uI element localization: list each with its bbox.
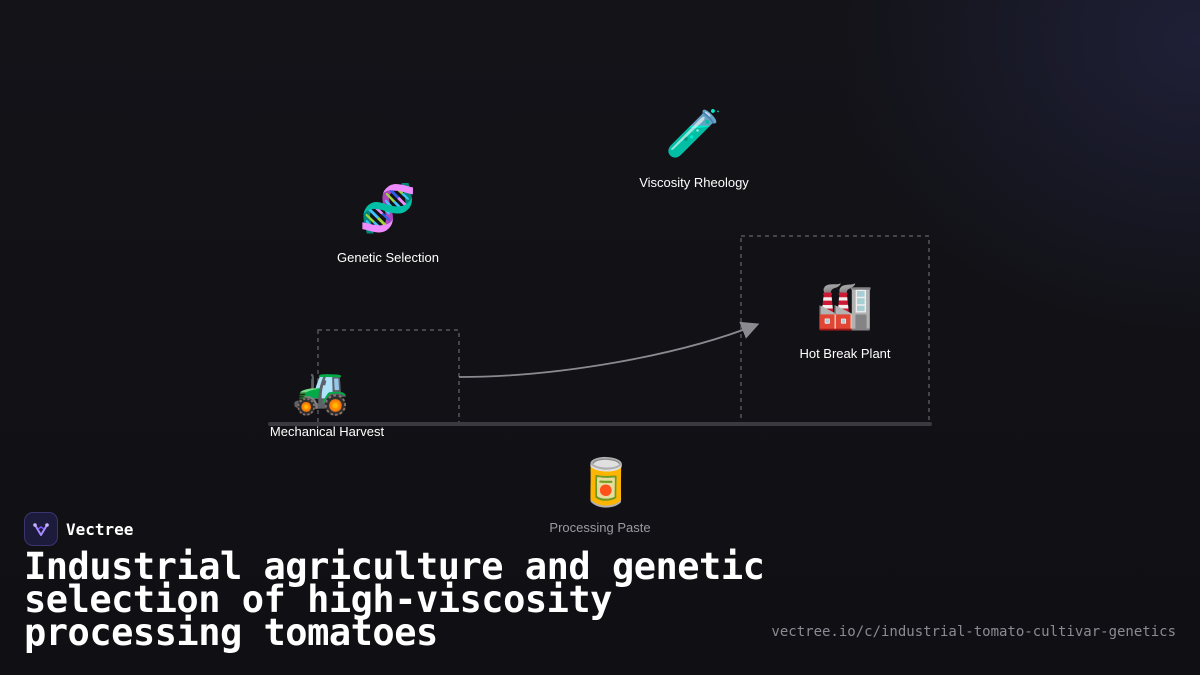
tractor-icon: 🚜 xyxy=(292,363,350,417)
node-label: Viscosity Rheology xyxy=(639,175,749,190)
canned-food-icon: 🥫 xyxy=(577,455,635,509)
node-processing-paste: 🥫 Processing Paste xyxy=(530,454,670,535)
factory-icon: 🏭 xyxy=(816,278,874,332)
vectree-logo-icon xyxy=(24,512,58,546)
node-genetic-selection: 🧬 Genetic Selection xyxy=(318,180,458,265)
page-title: Industrial agriculture and genetic selec… xyxy=(24,545,765,654)
node-viscosity-rheology: 🧪 Viscosity Rheology xyxy=(624,105,764,190)
dna-icon: 🧬 xyxy=(359,181,417,235)
test-tube-icon: 🧪 xyxy=(665,106,723,160)
brand[interactable]: Vectree xyxy=(24,512,133,546)
node-hot-break-plant: 🏭 Hot Break Plant xyxy=(775,277,915,361)
flow-arrow xyxy=(458,321,760,378)
node-label: Genetic Selection xyxy=(337,250,439,265)
source-url[interactable]: vectree.io/c/industrial-tomato-cultivar-… xyxy=(771,624,1176,640)
brand-name: Vectree xyxy=(66,519,134,539)
node-label: Hot Break Plant xyxy=(799,346,891,361)
node-label: Mechanical Harvest xyxy=(269,424,385,439)
node-mechanical-harvest: 🚜 Mechanical Harvest xyxy=(257,362,397,439)
node-label: Processing Paste xyxy=(549,520,651,535)
